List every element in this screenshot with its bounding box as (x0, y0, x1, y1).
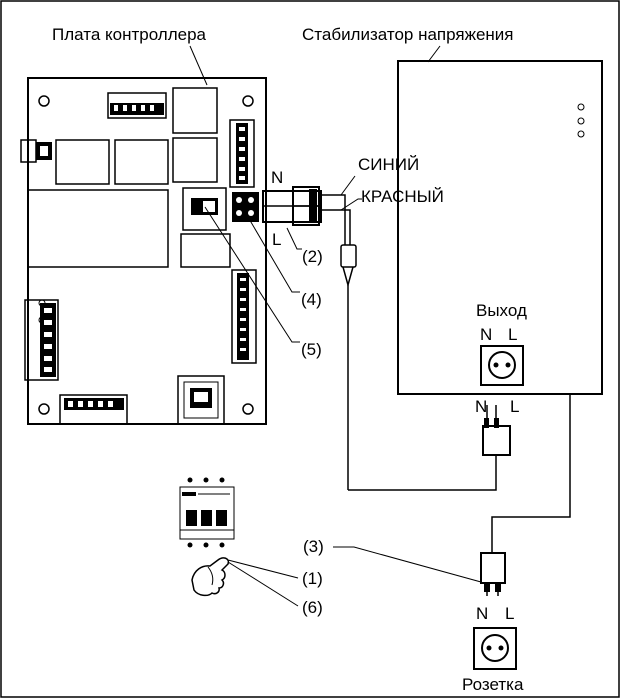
terminal-l-label: L (272, 230, 281, 249)
output-n-label: N (480, 325, 492, 344)
board-component (27, 189, 169, 268)
stabilizer-unit (397, 60, 603, 395)
top-connector (107, 92, 167, 119)
callout-5: (5) (301, 340, 322, 359)
bottom-connector (59, 394, 128, 425)
output-label: Выход (476, 301, 527, 320)
relay (172, 137, 218, 183)
wall-socket (473, 627, 517, 670)
socket-plug (480, 552, 506, 596)
rj-jack (177, 375, 225, 425)
terminal-n-label: N (271, 168, 283, 187)
controller-board-label: Плата контроллера (52, 25, 207, 44)
output-socket (480, 345, 524, 386)
stab-in-l-label: L (510, 397, 519, 416)
callout-3: (3) (303, 537, 324, 556)
right-connector-lower (231, 269, 257, 364)
stabilizer-label: Стабилизатор напряжения (302, 25, 514, 44)
left-connector (24, 299, 59, 381)
circuit-breaker (179, 477, 235, 548)
relay (172, 87, 218, 134)
dip-switch (182, 187, 227, 231)
right-connector-upper (229, 119, 255, 188)
relay (114, 139, 169, 185)
inline-plug (340, 244, 357, 490)
wire-blue-label: СИНИЙ (358, 155, 419, 174)
socket-l-label: L (505, 604, 514, 623)
controller-board (20, 77, 267, 425)
callout-6: (6) (302, 598, 323, 617)
stabilizer-input-plug (482, 405, 511, 456)
terminal-block (232, 192, 259, 222)
wire-red-label: КРАСНЫЙ (361, 187, 444, 206)
hand-icon (191, 557, 230, 597)
socket-label: Розетка (462, 675, 524, 694)
relay (55, 139, 110, 185)
socket-n-label: N (476, 604, 488, 623)
output-l-label: L (508, 325, 517, 344)
callout-4: (4) (301, 290, 322, 309)
stab-in-n-label: N (475, 397, 487, 416)
callout-2: (2) (302, 247, 323, 266)
wire-terminal-connector (262, 186, 341, 226)
callout-1: (1) (302, 569, 323, 588)
left-plug (20, 139, 52, 163)
board-component (180, 233, 231, 268)
